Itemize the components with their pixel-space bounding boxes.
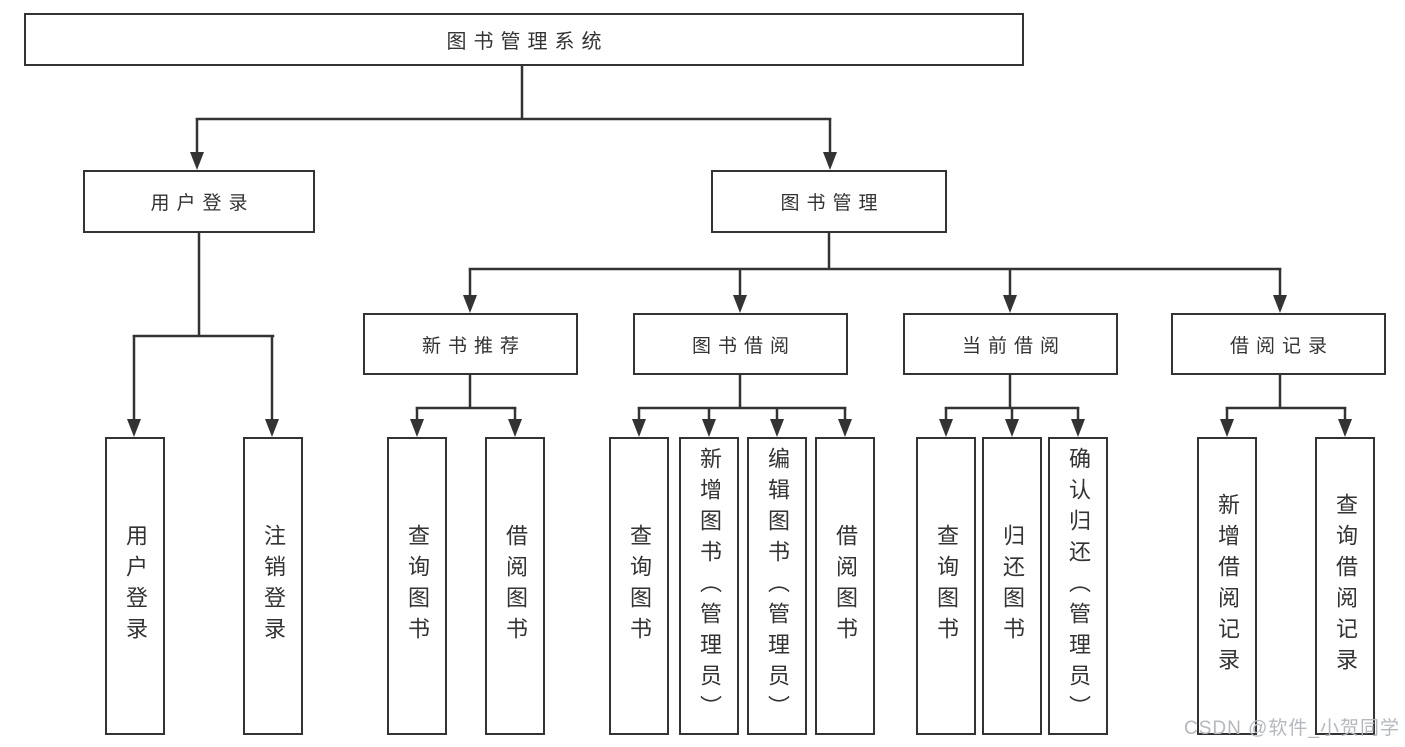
leaf-user-login: 用户登录 [105, 437, 165, 735]
leaf-add-books-admin: 新增图书（管理员） [679, 437, 739, 735]
leaf-add-borrow-record: 新增借阅记录 [1197, 437, 1257, 735]
node-label: 用户登录 [150, 193, 255, 214]
leaf-query-books-borrowing: 查询图书 [609, 437, 669, 735]
node-user-login: 用户登录 [83, 170, 315, 233]
node-label: 借阅记录 [1229, 335, 1334, 357]
node-current-borrowing: 当前借阅 [903, 313, 1118, 375]
node-label: 用户登录 [123, 524, 148, 648]
node-label: 图书管理 [780, 193, 885, 214]
node-label: 新书推荐 [421, 335, 526, 357]
node-label: 借阅图书 [833, 524, 858, 648]
node-label: 新增图书（管理员） [697, 446, 722, 726]
node-book-borrowing: 图书借阅 [633, 313, 848, 375]
node-label: 编辑图书（管理员） [765, 446, 790, 726]
node-label: 查询图书 [405, 524, 430, 648]
node-label: 图书借阅 [691, 335, 796, 357]
leaf-query-borrow-record: 查询借阅记录 [1315, 437, 1375, 735]
node-label: 新增借阅记录 [1215, 493, 1240, 679]
node-borrow-records: 借阅记录 [1171, 313, 1386, 375]
leaf-edit-books-admin: 编辑图书（管理员） [747, 437, 807, 735]
node-root-library-system: 图书管理系统 [24, 13, 1024, 66]
leaf-borrow-books-recommend: 借阅图书 [485, 437, 545, 735]
node-label: 借阅图书 [503, 524, 528, 648]
node-label: 归还图书 [1000, 524, 1025, 648]
leaf-logout: 注销登录 [243, 437, 303, 735]
node-label: 注销登录 [261, 524, 286, 648]
node-label: 当前借阅 [961, 335, 1066, 357]
node-label: 确认归还（管理员） [1066, 446, 1091, 726]
leaf-query-books-current: 查询图书 [916, 437, 976, 735]
node-label: 查询图书 [934, 524, 959, 648]
leaf-confirm-return-admin: 确认归还（管理员） [1048, 437, 1108, 735]
leaf-borrow-books-borrowing: 借阅图书 [815, 437, 875, 735]
node-label: 查询图书 [627, 524, 652, 648]
leaf-query-books-recommend: 查询图书 [387, 437, 447, 735]
node-new-book-recommend: 新书推荐 [363, 313, 578, 375]
csdn-watermark: CSDN @软件_小贺同学 [1184, 718, 1400, 739]
node-label: 查询借阅记录 [1333, 493, 1358, 679]
leaf-return-books: 归还图书 [982, 437, 1042, 735]
node-label: 图书管理系统 [446, 31, 609, 53]
node-book-management: 图书管理 [711, 170, 947, 233]
